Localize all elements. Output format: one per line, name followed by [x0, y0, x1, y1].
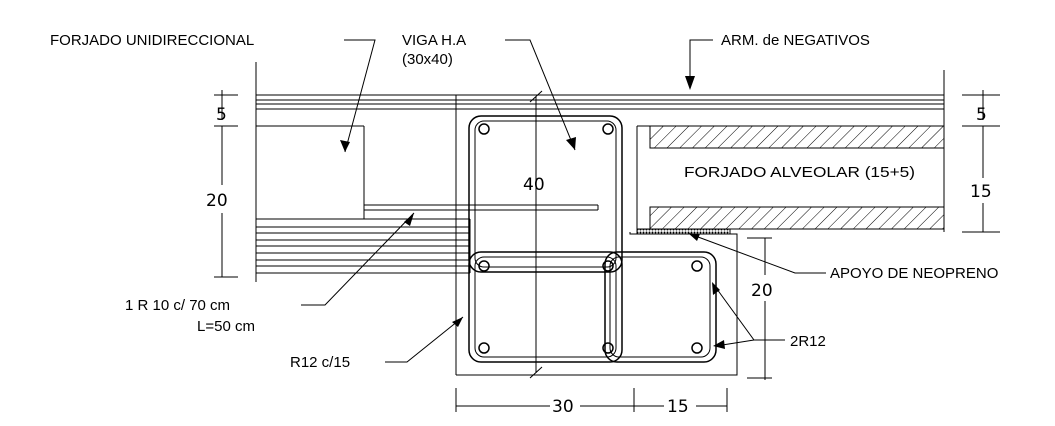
beam-height-dim-text: 40: [523, 175, 545, 195]
bottom-beam-dim-text: 30: [552, 397, 574, 417]
upper-stirrup: [468, 115, 623, 273]
r10-label-line1: 1 R 10 c/ 70 cm: [125, 297, 230, 314]
unidirectional-slab-label: FORJADO UNIDIRECCIONAL: [50, 32, 254, 49]
compression-layer: [256, 94, 944, 110]
beam-label-line2: (30x40): [402, 51, 453, 68]
left-main-dim-text: 20: [206, 191, 228, 211]
right-top-dim-text: 5: [976, 105, 987, 125]
negative-reinforcement-label: ARM. de NEGATIVOS: [721, 32, 870, 49]
two-r12-label: 2R12: [790, 333, 826, 350]
r10-label-line2: L=50 cm: [197, 318, 255, 335]
left-top-dim-text: 5: [216, 105, 227, 125]
left-dimension: [214, 90, 238, 278]
right-main-dim-text: 15: [970, 182, 992, 202]
bottom-ext-dim-text: 15: [667, 397, 689, 417]
lower-right-dim-text: 20: [751, 281, 773, 301]
beam-label-line1: VIGA H.A: [402, 32, 466, 49]
neoprene-label: APOYO DE NEOPRENO: [830, 265, 998, 282]
neoprene-pad: [636, 228, 731, 235]
leader-lines: [301, 39, 826, 363]
rebars: [478, 123, 703, 354]
bottom-dimension: [455, 388, 728, 412]
right-dimension: [962, 90, 1000, 233]
r10-bar: [364, 204, 599, 211]
alveolar-slab-label: FORJADO ALVEOLAR (15+5): [684, 164, 915, 181]
extension-stirrup: [604, 251, 717, 363]
unidirectional-slab: [256, 125, 471, 274]
beam-outline: [455, 95, 738, 376]
r12-stirrup-label: R12 c/15: [290, 354, 350, 371]
lower-stirrup: [468, 251, 623, 363]
alveolar-slab: [636, 125, 945, 230]
